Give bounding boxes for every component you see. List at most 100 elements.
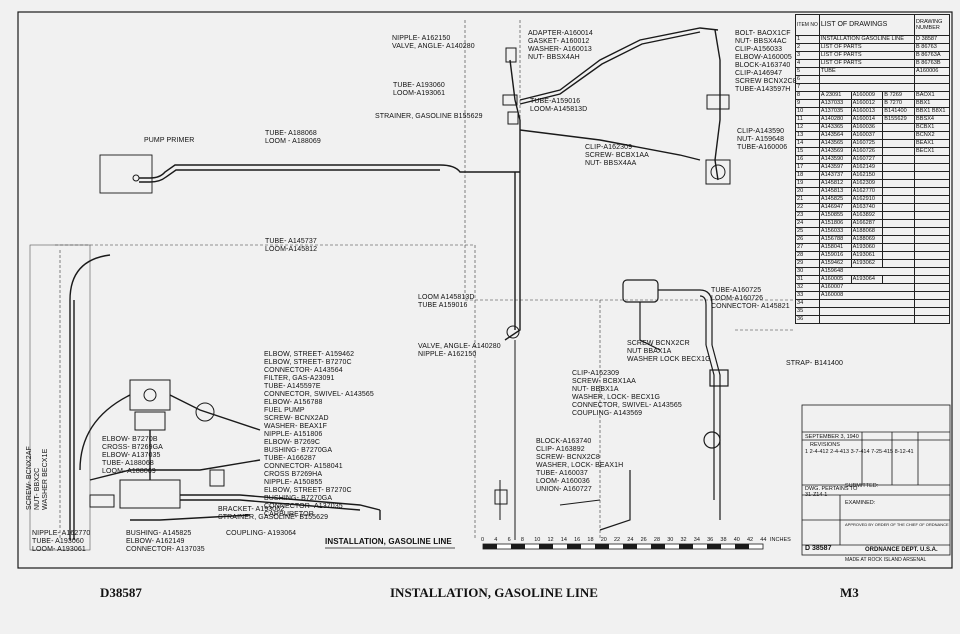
table-cell: A143597 [818, 163, 852, 172]
callout-line: NIPPLE- A162150 [418, 351, 477, 358]
table-cell: A160005 [818, 275, 852, 284]
table-cell: 2 [795, 43, 820, 52]
callout-line: BLOCK-A163740 [536, 438, 592, 445]
scale-tick-label: 42 [747, 537, 754, 543]
table-cell: 10 [795, 107, 820, 116]
tb-date: SEPTEMBER 3, 1940 [805, 434, 859, 440]
table-cell: A143737 [818, 171, 852, 180]
table-cell [882, 155, 915, 164]
table-cell: 25 [795, 227, 820, 236]
table-cell [914, 275, 950, 284]
table-cell: A 23091 [818, 91, 852, 100]
table-cell: A156788 [818, 235, 852, 244]
table-cell: A159648 [818, 267, 916, 276]
table-cell: A140280 [818, 115, 852, 124]
table-cell [818, 83, 916, 92]
table-cell: 16 [795, 155, 820, 164]
table-cell [882, 259, 915, 268]
callout-line: SCREW- BCNX2AD [264, 415, 329, 422]
callout-line: CONNECTOR- A145821 [711, 303, 790, 310]
table-cell: A163892 [850, 211, 884, 220]
table-cell: A160726 [850, 147, 884, 156]
callout-line: SCREW- BCNX2AF [26, 446, 33, 510]
table-cell: A160013 [850, 107, 884, 116]
callout-line: LOOM-A160726 [711, 295, 764, 302]
callout-line: LOOM-A145812 [265, 246, 318, 253]
callout-strainer-top: STRAINER, GASOLINE B155629 [375, 113, 483, 120]
table-cell: A160036 [850, 123, 884, 132]
scale-tick-label: 40 [733, 537, 740, 543]
table-cell: B 86763B [914, 59, 950, 68]
scale-tick-label: 4 [494, 537, 498, 543]
table-cell: BCNX2 [914, 131, 950, 140]
table-cell: A160007 [818, 283, 916, 292]
callout-line: GASKET- A160012 [528, 38, 590, 45]
callout-line: TUBE- A145737 [265, 238, 317, 245]
table-cell: B 7269 [882, 91, 915, 100]
table-header-row: ITEM NO LIST OF DRAWINGS DRAWING NUMBER [795, 14, 950, 36]
table-cell: A160725 [850, 139, 884, 148]
diagram-title: INSTALLATION, GASOLINE LINE [325, 537, 452, 546]
callout-line: NUT- BBSX4AH [528, 54, 580, 61]
callout-line: TUBE- A188068 [265, 130, 317, 137]
table-row: 7 [795, 83, 950, 92]
header-item-no: ITEM NO [795, 14, 820, 36]
callout-coupling: COUPLING- A193064 [226, 530, 297, 537]
callout-line: CONNECTOR- A158041 [264, 463, 343, 470]
callout-line: LOOM-A145813D [530, 106, 588, 113]
table-cell [818, 315, 916, 324]
table-cell [914, 251, 950, 260]
callout-line: 5 8-12-41 [890, 449, 914, 455]
callout-line: CLIP-A162309 [572, 370, 620, 377]
table-cell [818, 75, 916, 84]
table-cell [914, 195, 950, 204]
callout-line: TUBE- A188068 [102, 460, 154, 467]
table-cell: A193060 [850, 243, 884, 252]
list-of-drawings-table: ITEM NO LIST OF DRAWINGS DRAWING NUMBER … [795, 14, 950, 324]
callout-line: ELBOW- B7270B [102, 436, 158, 443]
callout-line: NUT- A159648 [737, 136, 785, 143]
table-cell: 1 [795, 35, 820, 44]
table-cell: BBX1 B8X1 [914, 107, 950, 116]
table-cell: 20 [795, 187, 820, 196]
table-cell [914, 219, 950, 228]
callout-line: VALVE, ANGLE- A140280 [418, 343, 501, 350]
header-title: LIST OF DRAWINGS [818, 14, 916, 36]
scale-tick-label: 30 [667, 537, 674, 543]
table-cell: 19 [795, 179, 820, 188]
table-cell: A160012 [850, 99, 884, 108]
callout-line: BOLT- BAOX1CF [735, 30, 791, 37]
table-cell: A160014 [850, 115, 884, 124]
scale-tick-label: 34 [693, 537, 700, 543]
callout-line: TUBE-A159016 [530, 98, 581, 105]
table-cell: A145825 [818, 195, 852, 204]
callout-line: ELBOW, STREET- B7270C [264, 487, 352, 494]
callout-line: CLIP-A143590 [737, 128, 785, 135]
table-cell: 5 [795, 67, 820, 76]
table-cell [914, 235, 950, 244]
callout-line: LOOM - A188069 [265, 138, 321, 145]
table-cell: BEAX1 [914, 139, 950, 148]
table-cell: A158041 [818, 243, 852, 252]
table-cell: LIST OF PARTS [818, 51, 916, 60]
table-cell: B141400 [882, 107, 915, 116]
table-cell [882, 123, 915, 132]
tb-pertains-label: DWG. PERTAINS TO [805, 486, 858, 492]
callout-line: CROSS- B7269GA [102, 444, 163, 451]
callout-line: BRACKET- A193062 [218, 506, 285, 513]
callout-line: CONNECTOR- A137035 [126, 546, 205, 553]
